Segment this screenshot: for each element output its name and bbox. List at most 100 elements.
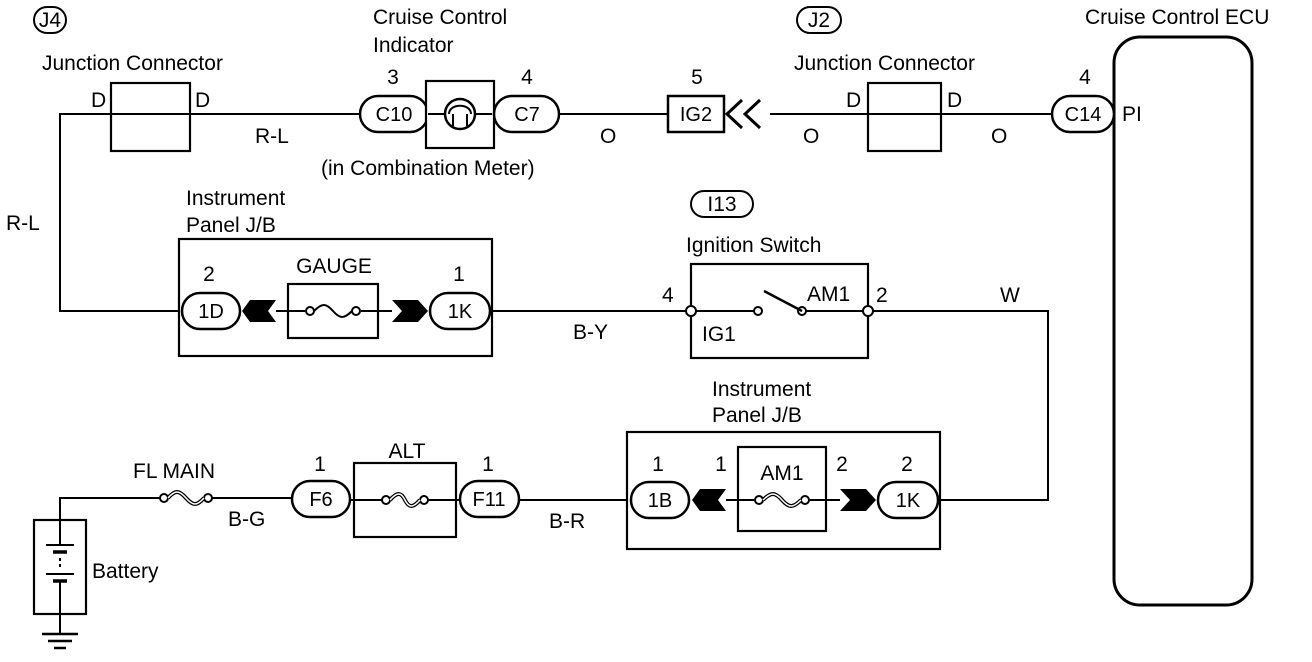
wire-battery-up (59, 497, 160, 520)
connector-label: F11 (473, 489, 506, 511)
component-title: Cruise Control (373, 6, 507, 29)
connector-tag: J4 (39, 9, 62, 32)
component-title: Indicator (373, 34, 454, 57)
connector-1d (180, 291, 242, 331)
pin-label: 1 (314, 453, 326, 476)
pin-label: 4 (1079, 66, 1091, 89)
connector-tag-frame (33, 6, 67, 34)
connector-tag-frame (796, 6, 842, 34)
pin-label: D (947, 89, 962, 112)
fusible-link-inner (389, 493, 421, 507)
ground-icon (42, 632, 78, 650)
fusible-link-inner (762, 493, 802, 507)
component-note: (in Combination Meter) (321, 157, 535, 180)
wire-labels: R-L R-L O O O B-Y W B-G B-R (6, 125, 1020, 533)
instrument-panel-jb-upper: Instrument Panel J/B 2 1 GAUGE 1D 1K (177, 187, 494, 358)
component-name: Battery (92, 560, 159, 583)
wire-color-label: O (803, 125, 819, 148)
connector-1k-lower (876, 480, 940, 520)
pin-label: D (91, 89, 106, 112)
arrow-left-icon (242, 300, 276, 322)
connector-ig2-group: 5 IG2 (666, 66, 762, 134)
fuse-terminal (754, 495, 764, 505)
ecu-box (1112, 35, 1254, 607)
junction-box (109, 81, 192, 153)
fuse-label: GAUGE (296, 255, 372, 278)
component-name: Ignition Switch (686, 234, 821, 257)
pin-label: 1 (652, 453, 664, 476)
fuse-terminal (305, 306, 315, 316)
connector-c7 (492, 94, 561, 134)
connector-chevron-icon (724, 98, 762, 130)
connector-label: 1D (198, 301, 224, 323)
fuse-terminal (381, 495, 391, 505)
connector-c14 (1050, 94, 1116, 134)
fuse-terminal (203, 493, 213, 503)
component-name: Junction Connector (794, 52, 975, 75)
battery: Battery (32, 518, 159, 616)
connector-label: 1K (896, 490, 921, 512)
pin-label: 1 (453, 263, 465, 286)
arrow-right-icon (840, 489, 876, 511)
wires (59, 113, 1052, 634)
fuse-terminal (351, 306, 361, 316)
fuse-icon (313, 304, 353, 318)
component-title: Panel J/B (712, 404, 802, 427)
component-name: Junction Connector (42, 52, 223, 75)
junction-box (866, 81, 943, 153)
connector-1k (428, 291, 492, 331)
alt-fuse: ALT 1 1 F6 F11 (290, 440, 521, 539)
pin-label: 4 (521, 66, 533, 89)
connector-label: 1B (648, 490, 672, 512)
connector-f11 (458, 479, 521, 519)
fuse-label: ALT (389, 440, 426, 463)
connector-label: C7 (514, 104, 540, 126)
terminal-label: AM1 (807, 283, 850, 306)
component-name: Cruise Control ECU (1085, 6, 1269, 29)
component-title: Instrument (712, 378, 811, 401)
connector-ig2 (666, 94, 726, 134)
connector-label: 1K (448, 301, 473, 323)
connector-label: IG2 (680, 104, 712, 126)
pin-label: 3 (387, 66, 399, 89)
cruise-control-ecu: Cruise Control ECU 4 C14 PI (1050, 6, 1269, 607)
lamp-filament-icon (448, 104, 472, 126)
fusible-link-inner (167, 491, 205, 505)
connector-label: C10 (376, 104, 413, 126)
ignition-switch: I13 Ignition Switch 4 2 IG1 AM1 (662, 190, 888, 360)
switch-terminal (862, 305, 874, 317)
connector-label: F6 (309, 489, 332, 511)
wire-color-label: W (1000, 284, 1020, 307)
pin-label: 2 (876, 284, 888, 307)
junction-connector-j2: J2 Junction Connector D D (794, 6, 975, 153)
component-title: Instrument (186, 187, 285, 210)
cruise-control-indicator: Cruise Control Indicator 3 4 C10 C7 (in … (321, 6, 561, 180)
wire-color-label: O (600, 125, 616, 148)
pin-label: 2 (203, 263, 215, 286)
fuse-box (736, 445, 828, 533)
terminal-label: IG1 (702, 323, 736, 346)
pin-label: 2 (901, 453, 913, 476)
arrow-right-icon (392, 300, 428, 322)
connector-label: C14 (1065, 104, 1102, 126)
fl-main-fuse: FL MAIN (133, 460, 215, 506)
pin-label: 5 (691, 66, 703, 89)
terminal-label: PI (1122, 103, 1142, 126)
arrow-left-icon (692, 489, 726, 511)
wire-color-label: B-G (228, 508, 265, 531)
wire-color-label: B-Y (573, 321, 608, 344)
pin-label: 1 (482, 453, 494, 476)
switch-lever-icon (763, 289, 803, 313)
connector-tag: J2 (808, 9, 830, 32)
switch-contact (753, 306, 763, 316)
fuse-terminal (159, 493, 169, 503)
component-title: Panel J/B (186, 214, 276, 237)
pin-label: 4 (662, 284, 674, 307)
fuse-terminal (419, 495, 429, 505)
fuse-terminal (800, 495, 810, 505)
fuse-label: AM1 (760, 462, 803, 485)
wire-rl-left (59, 113, 182, 312)
connector-tag: I13 (707, 193, 736, 216)
instrument-panel-jb-lower: Instrument Panel J/B 1 1 2 2 1B AM1 1K (625, 378, 942, 551)
